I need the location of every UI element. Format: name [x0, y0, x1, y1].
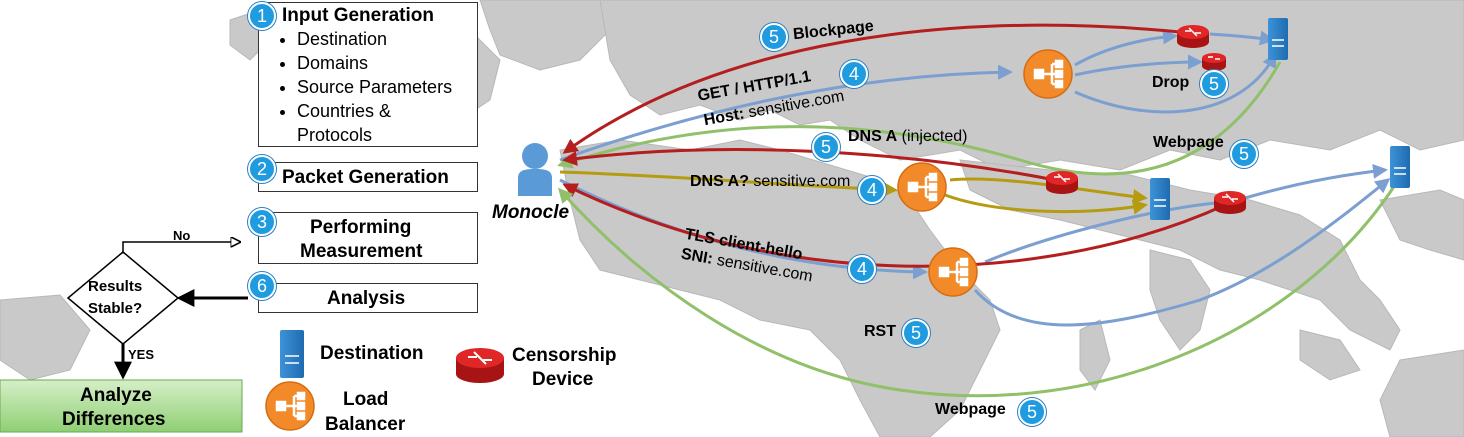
step-1-badge: 1: [248, 2, 276, 30]
destination-server-3: [1390, 146, 1410, 188]
result-text-line1: Analyze: [80, 385, 152, 406]
list-item: Protocols: [297, 125, 373, 145]
censor-device-1: [1177, 25, 1209, 48]
path-dns-query: [559, 170, 898, 197]
destination-server-2: [1150, 178, 1170, 220]
list-item: Destination: [297, 27, 452, 51]
step-1-box: [258, 2, 478, 147]
badge-tls: 4: [848, 255, 876, 283]
load-balancer-node-2: [897, 162, 947, 212]
path-tls-lb-to-censor: [984, 201, 1216, 264]
label-dns-injected: DNS A (injected): [848, 128, 967, 146]
list-item: Countries &: [297, 99, 452, 123]
decision-text-line2: Stable?: [88, 300, 143, 317]
badge-http: 4: [840, 60, 868, 88]
label-rst: RST: [864, 323, 896, 340]
yes-label: YES: [128, 347, 155, 362]
load-balancer-node-1: [1023, 49, 1073, 99]
path-tls-lb-to-dest: [973, 178, 1391, 327]
path-dns-lb-to-dest: [949, 177, 1148, 204]
label-webpage-top: Webpage: [1153, 134, 1224, 151]
step-3-title-line1: Performing: [310, 217, 412, 238]
dns-injected-rest: (injected): [897, 128, 968, 145]
monocle-label: Monocle: [492, 202, 570, 223]
path-lb1-to-censor2: [1074, 54, 1203, 77]
result-text-line2: Differences: [62, 409, 166, 430]
legend-destination-label: Destination: [320, 343, 424, 364]
censor-device-4: [1214, 191, 1246, 214]
badge-webpage-top: 5: [1230, 140, 1258, 168]
list-item: Domains: [297, 51, 452, 75]
legend-censor-label-line1: Censorship: [512, 345, 617, 366]
decision-text-line1: Results: [88, 278, 143, 295]
badge-dns-injected: 5: [812, 133, 840, 161]
path-lb1-to-censor1: [1074, 29, 1178, 67]
monocle-user-icon: [518, 143, 552, 196]
censor-device-3: [1046, 171, 1078, 194]
step-6-badge: 6: [248, 272, 276, 300]
legend-censor-icon: [456, 348, 504, 383]
path-webpage-bottom: [558, 184, 1397, 398]
badge-dns-query: 4: [858, 176, 886, 204]
path-rst: [562, 183, 1226, 268]
label-dns-query: DNS A? sensitive.com: [690, 173, 850, 191]
badge-rst: 5: [902, 319, 930, 347]
analyze-differences-box: [0, 379, 243, 433]
path-http-request: [559, 64, 1013, 162]
step-3-badge: 3: [248, 208, 276, 236]
label-webpage-bottom: Webpage: [935, 401, 1006, 418]
badge-blockpage: 5: [760, 23, 788, 51]
legend-load-balancer-icon: [265, 381, 315, 431]
step-2-badge: 2: [248, 155, 276, 183]
destination-server-1: [1268, 18, 1288, 60]
legend-server-icon: [280, 330, 304, 378]
step-6-title: Analysis: [327, 288, 406, 309]
no-label: No: [173, 228, 191, 243]
dns-query-key: DNS A?: [690, 173, 749, 190]
step-1-title: Input Generation: [282, 5, 434, 26]
legend-lb-label-line1: Load: [343, 389, 389, 410]
dns-injected-key: DNS A: [848, 128, 898, 145]
step-2-box: [258, 162, 478, 192]
badge-drop: 5: [1200, 70, 1228, 98]
censor-device-2: [1202, 53, 1226, 71]
legend-lb-label-line2: Balancer: [325, 414, 406, 435]
dns-query-rest: sensitive.com: [748, 173, 851, 190]
step-3-box: [258, 212, 478, 264]
path-lb1-to-dest: [1074, 52, 1277, 114]
badge-webpage-bottom: 5: [1018, 398, 1046, 426]
input-generation-list: Destination Domains Source Parameters Co…: [275, 27, 452, 147]
step-2-title: Packet Generation: [282, 167, 449, 188]
path-dns-injected: [562, 148, 1056, 182]
arrow-no: [122, 242, 240, 252]
path-webpage-top: [557, 61, 1282, 176]
list-item: Source Parameters: [297, 75, 452, 99]
path-dns-lb-to-dest2: [944, 193, 1148, 215]
label-drop: Drop: [1152, 74, 1190, 91]
path-blockpage: [562, 23, 1181, 154]
step-3-title-line2: Measurement: [300, 241, 423, 262]
path-tls-censor-to-dest: [1244, 163, 1388, 200]
step-6-box: [258, 283, 478, 313]
legend-censor-label-line2: Device: [532, 369, 594, 390]
load-balancer-node-3: [928, 247, 978, 297]
network-paths: [557, 23, 1397, 398]
